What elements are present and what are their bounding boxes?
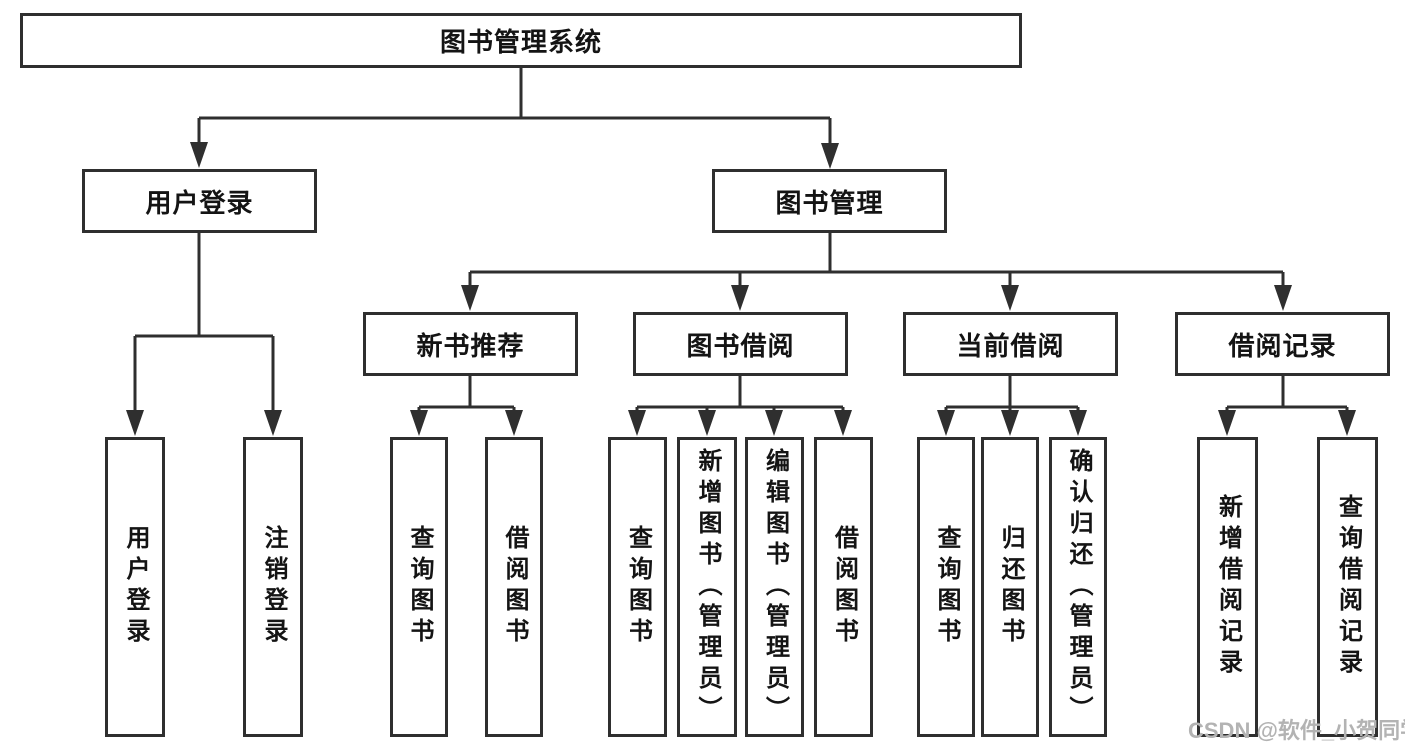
node-book-borrowing: 图书借阅 xyxy=(633,312,848,376)
leaf-query-borrow-record: 查询借阅记录 xyxy=(1317,437,1378,737)
leaf-edit-books-admin: 编辑图书（管理员） xyxy=(745,437,804,737)
node-label: 借阅图书 xyxy=(830,525,858,649)
node-label: 确认归还（管理员） xyxy=(1065,447,1092,727)
node-book-management-module: 图书管理 xyxy=(712,169,947,233)
node-label: 归还图书 xyxy=(997,525,1024,649)
leaf-logout: 注销登录 xyxy=(243,437,303,737)
leaf-confirm-return-admin: 确认归还（管理员） xyxy=(1049,437,1107,737)
node-label: 查询图书 xyxy=(933,525,960,649)
node-label: 当前借阅 xyxy=(956,330,1065,361)
leaf-add-books-admin: 新增图书（管理员） xyxy=(677,437,737,737)
node-label: 图书借阅 xyxy=(686,330,795,361)
node-label: 借阅图书 xyxy=(501,525,528,649)
node-label: 新增借阅记录 xyxy=(1214,494,1242,680)
node-borrowing-records: 借阅记录 xyxy=(1175,312,1390,376)
node-label: 查询图书 xyxy=(406,525,433,649)
node-label: 用户登录 xyxy=(122,525,149,649)
csdn-watermark: CSDN @软件_小贺同学 xyxy=(1188,718,1405,743)
leaf-add-borrow-record: 新增借阅记录 xyxy=(1197,437,1258,737)
leaf-return-books: 归还图书 xyxy=(981,437,1039,737)
node-label: 查询借阅记录 xyxy=(1334,494,1362,680)
node-label: 新书推荐 xyxy=(416,330,525,361)
leaf-query-books-3: 查询图书 xyxy=(917,437,975,737)
node-label: 注销登录 xyxy=(260,525,287,649)
connector-arrowheads xyxy=(126,142,1356,436)
leaf-query-books-2: 查询图书 xyxy=(608,437,667,737)
leaf-query-books-1: 查询图书 xyxy=(390,437,448,737)
node-label: 查询图书 xyxy=(624,525,652,649)
node-label: 新增图书（管理员） xyxy=(694,447,721,727)
node-library-management-system: 图书管理系统 xyxy=(20,13,1022,68)
node-user-login-module: 用户登录 xyxy=(82,169,317,233)
node-label: 用户登录 xyxy=(145,187,254,218)
node-new-book-recommendation: 新书推荐 xyxy=(363,312,578,376)
node-label: 图书管理系统 xyxy=(439,27,602,57)
leaf-borrow-books-1: 借阅图书 xyxy=(485,437,543,737)
node-label: 编辑图书（管理员） xyxy=(761,447,789,727)
leaf-user-login: 用户登录 xyxy=(105,437,165,737)
node-label: 借阅记录 xyxy=(1228,330,1337,361)
node-current-borrowing: 当前借阅 xyxy=(903,312,1118,376)
node-label: 图书管理 xyxy=(775,187,884,218)
leaf-borrow-books-2: 借阅图书 xyxy=(814,437,873,737)
